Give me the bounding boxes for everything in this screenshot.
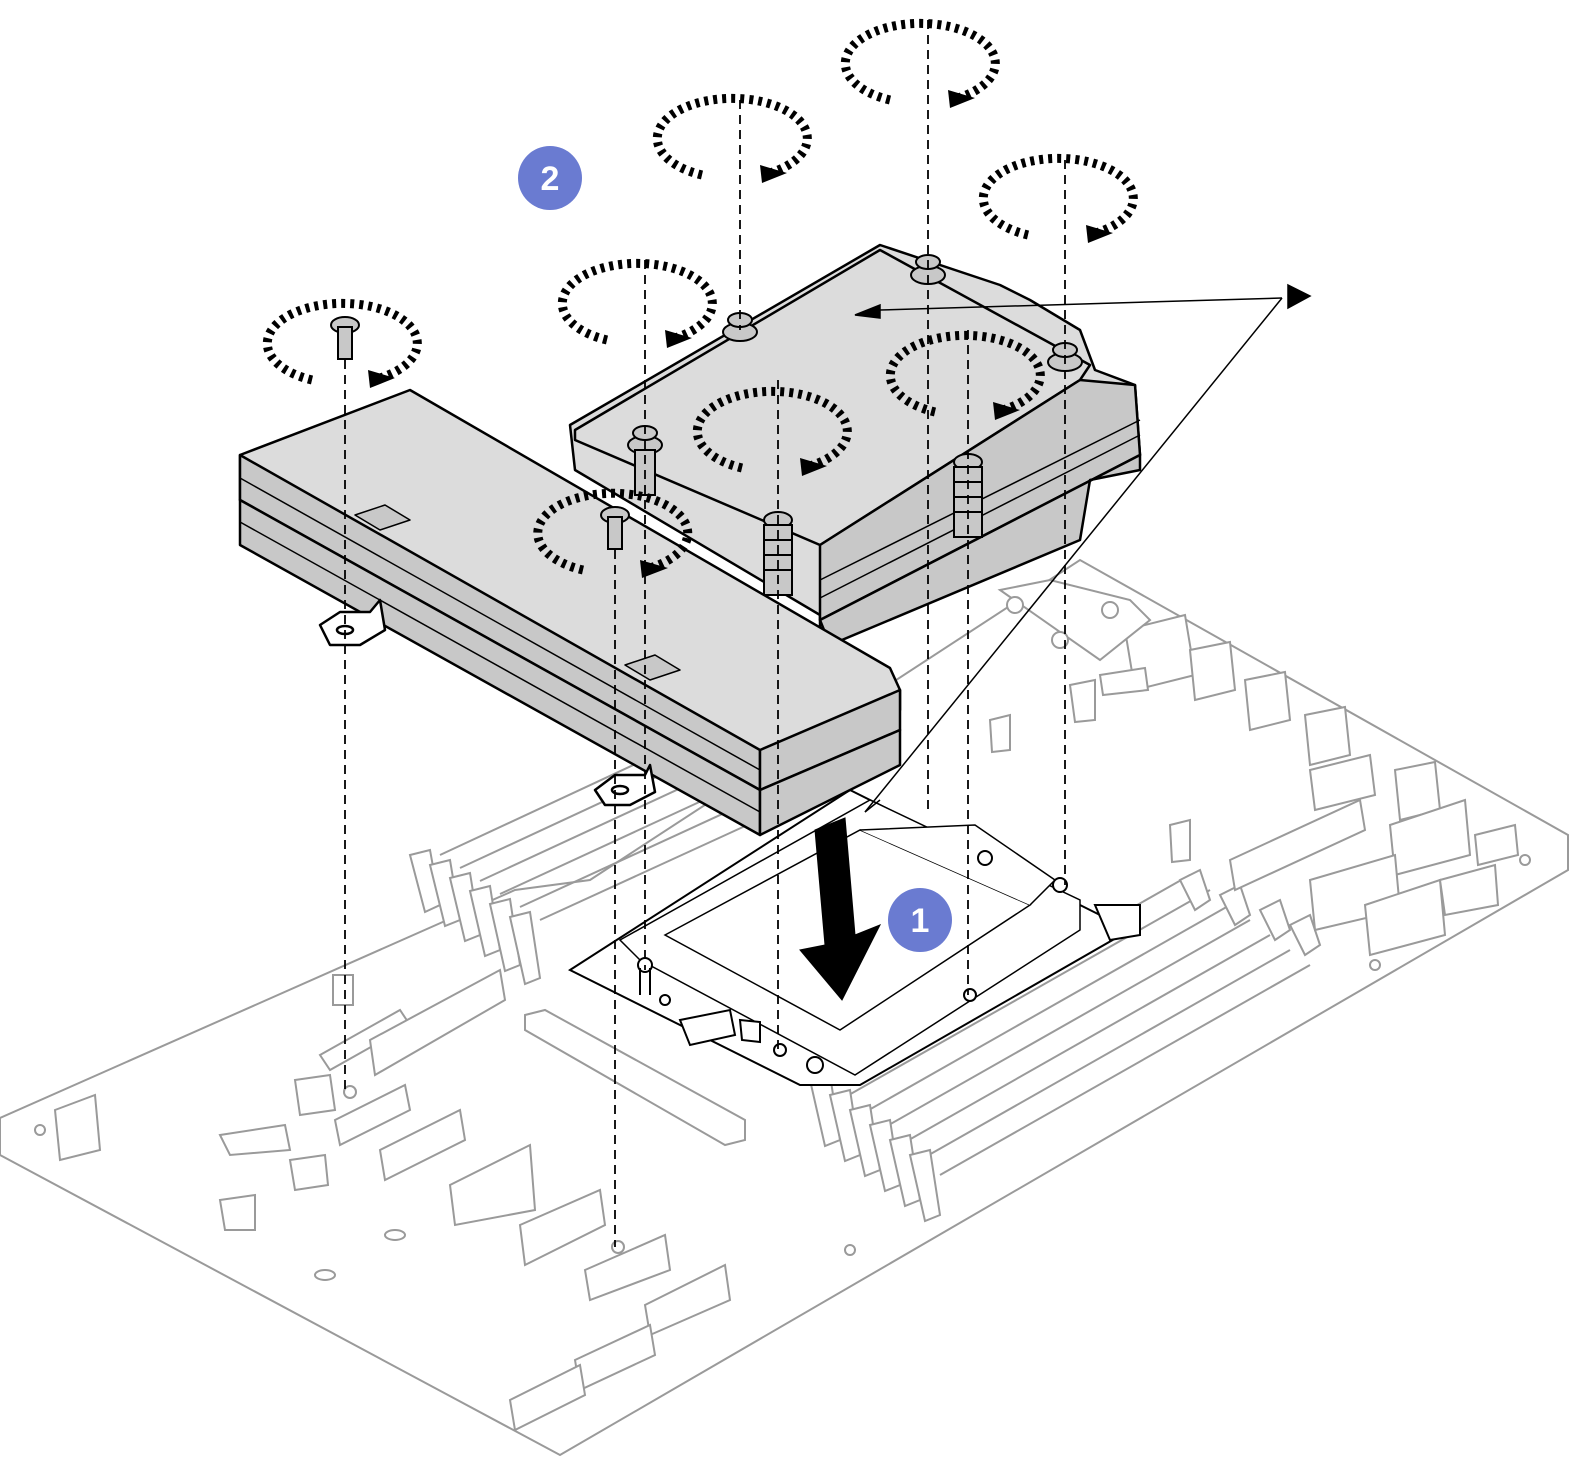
rotation-arrow-spring-2 [885, 330, 1045, 420]
triangle-mark-callout [854, 283, 1312, 813]
heat-sink-module [238, 243, 1142, 837]
power-connectors [988, 578, 1520, 957]
system-board [0, 558, 1569, 1457]
board-connectors [53, 968, 746, 1432]
rotation-arrow-nut-2 [652, 93, 812, 183]
triangle-pointer-icon [1287, 283, 1312, 310]
install-down-arrow [799, 817, 882, 1001]
alignment-lines [344, 20, 1066, 1247]
step-number-2: 2 [541, 160, 560, 198]
step-badge-1: 1 [888, 888, 952, 952]
rotation-arrow-nut-4 [557, 258, 717, 348]
rotation-arrow-nut-3 [978, 153, 1138, 243]
rotation-arrow-nut-1 [840, 18, 1000, 108]
torx-screw-left [330, 316, 360, 360]
rotation-arrows [262, 18, 1138, 578]
step-badge-2: 2 [518, 146, 582, 210]
rotation-arrow-spring-1 [692, 386, 852, 476]
step-number-1: 1 [911, 902, 930, 940]
torx-screw-center [600, 506, 630, 550]
dimm-slots-left [408, 719, 781, 986]
rotation-arrow-screw-center [533, 488, 693, 578]
rotation-arrow-screw-left [262, 298, 422, 388]
dimm-slots-right [808, 868, 1322, 1223]
